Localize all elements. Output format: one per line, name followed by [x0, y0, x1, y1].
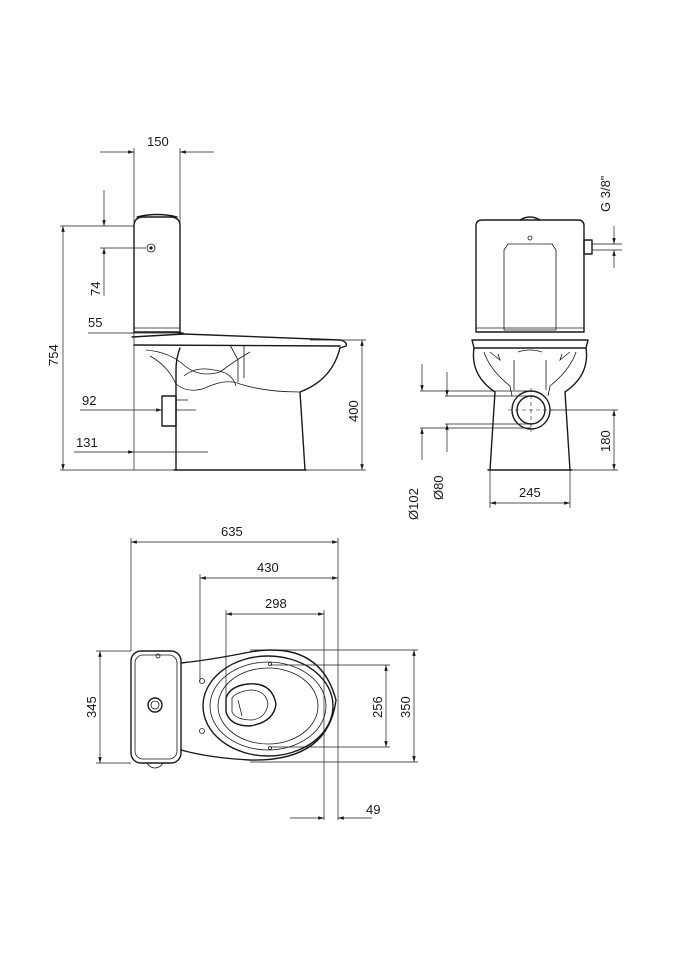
- dim-55-label: 55: [88, 315, 102, 330]
- dim-49-label: 49: [366, 802, 380, 817]
- dim-256-label: 256: [370, 696, 385, 718]
- dim-150-label: 150: [147, 134, 169, 149]
- dim-d102-label: Ø102: [406, 488, 421, 520]
- dim-g38-label: G 3/8": [598, 175, 613, 212]
- dim-180-label: 180: [598, 430, 613, 452]
- dim-754-label: 754: [46, 344, 61, 366]
- side-view: 150 74 55 754 92 131 400: [46, 134, 366, 471]
- dim-350-label: 350: [398, 696, 413, 718]
- dim-298-label: 298: [265, 596, 287, 611]
- dim-345-label: 345: [84, 696, 99, 718]
- front-view: G 3/8" Ø102 Ø80 180: [406, 175, 622, 520]
- dim-245-label: 245: [519, 485, 541, 500]
- top-view: 635 430 298 345 256 350 49: [84, 524, 418, 820]
- dim-d80-label: Ø80: [431, 475, 446, 500]
- dim-430-label: 430: [257, 560, 279, 575]
- dim-74-label: 74: [88, 282, 103, 296]
- dim-635-label: 635: [221, 524, 243, 539]
- dim-400-label: 400: [346, 400, 361, 422]
- dim-92-label: 92: [82, 393, 96, 408]
- dim-131-label: 131: [76, 435, 98, 450]
